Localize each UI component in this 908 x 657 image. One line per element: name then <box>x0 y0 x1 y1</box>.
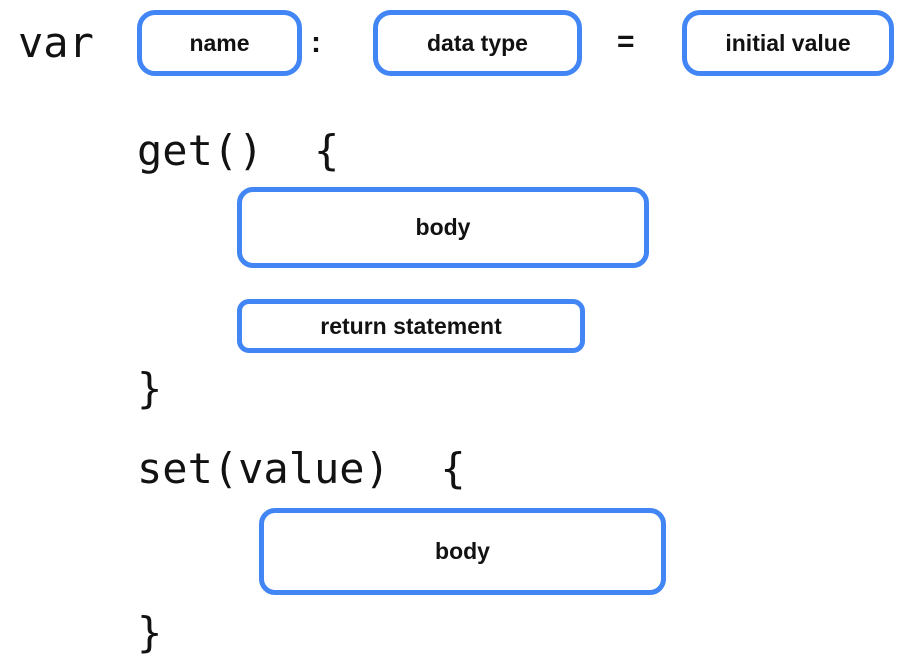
keyword-var: var <box>18 18 94 67</box>
placeholder-box-return-statement[interactable]: return statement <box>237 299 585 353</box>
placeholder-box-set-body[interactable]: body <box>259 508 666 595</box>
placeholder-box-name[interactable]: name <box>137 10 302 76</box>
keyword-set-open: set(value) { <box>137 444 466 493</box>
keyword-get-close: } <box>137 364 163 413</box>
operator-colon: : <box>311 26 321 59</box>
operator-equals: = <box>617 25 635 58</box>
placeholder-label-get-body: body <box>415 214 471 240</box>
placeholder-box-get-body[interactable]: body <box>237 187 649 268</box>
keyword-set-close: } <box>137 608 163 657</box>
placeholder-label-return-statement: return statement <box>320 312 502 339</box>
placeholder-box-data-type[interactable]: data type <box>373 10 582 76</box>
placeholder-box-initial-value[interactable]: initial value <box>682 10 894 76</box>
placeholder-label-name: name <box>189 29 250 56</box>
placeholder-label-initial-value: initial value <box>725 29 851 56</box>
placeholder-label-data-type: data type <box>427 29 528 56</box>
keyword-get-open: get() { <box>137 126 340 175</box>
placeholder-label-set-body: body <box>435 538 490 564</box>
